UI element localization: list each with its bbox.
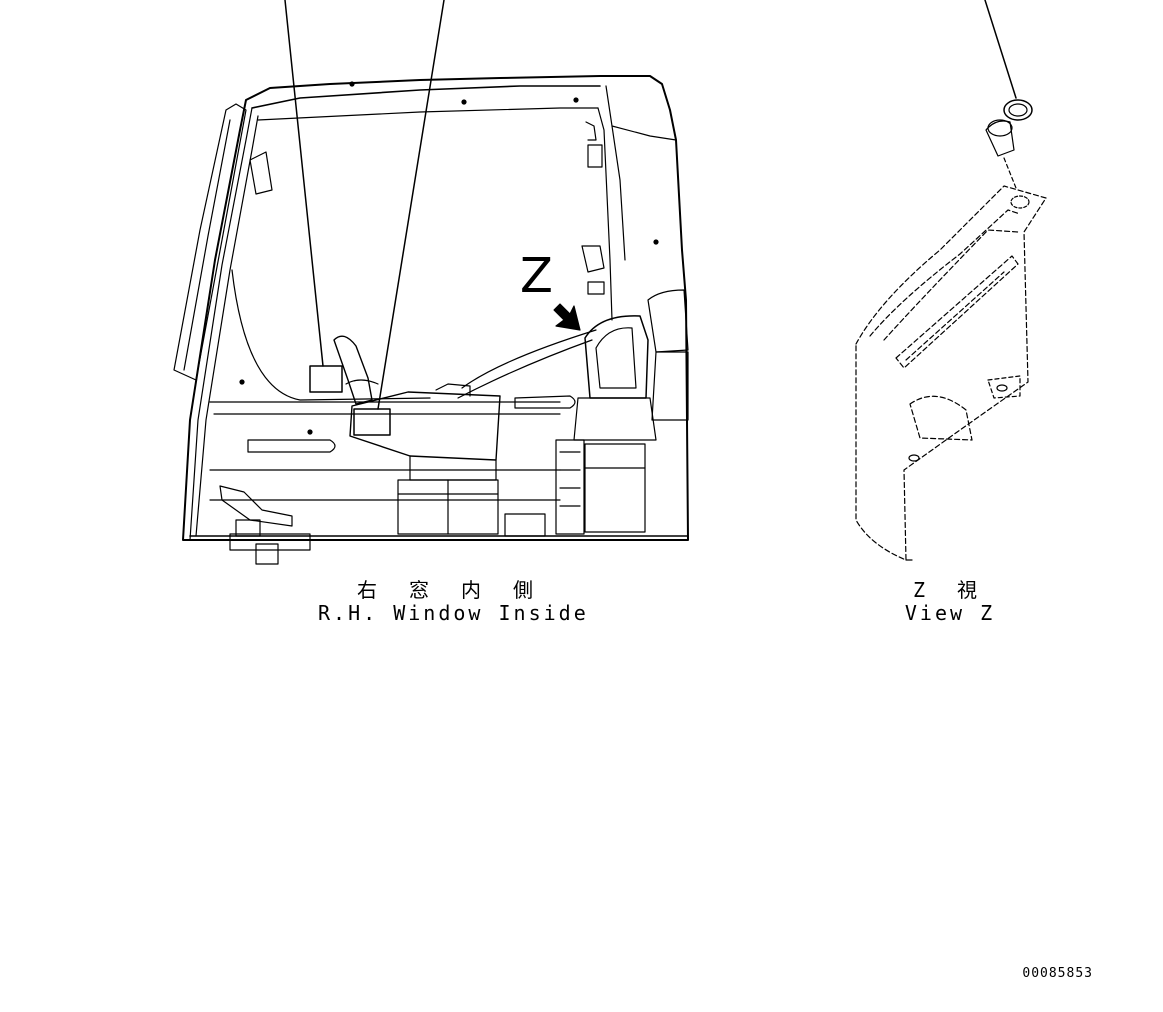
label-position-box-1 [309,365,343,393]
label-position-box-2 [353,408,391,436]
document-number: 00085853 [1022,966,1093,981]
main-view-caption-english: R.H. Window Inside [318,601,589,625]
cab-interior-illustration [173,75,689,565]
detail-view-caption-japanese: Z 視 [912,578,988,602]
leader-line-2 [377,0,445,410]
main-view-caption-japanese: 右 窓 内 側 [356,578,544,602]
leader-line-3 [984,0,1017,99]
view-z-detail-illustration [855,99,1047,561]
detail-view-caption-english: View Z [904,601,996,625]
cab-frame-outline [182,75,689,541]
view-z-marker: Z [520,248,553,304]
leader-line-1 [284,0,324,367]
view-direction-arrow-icon [553,303,581,331]
